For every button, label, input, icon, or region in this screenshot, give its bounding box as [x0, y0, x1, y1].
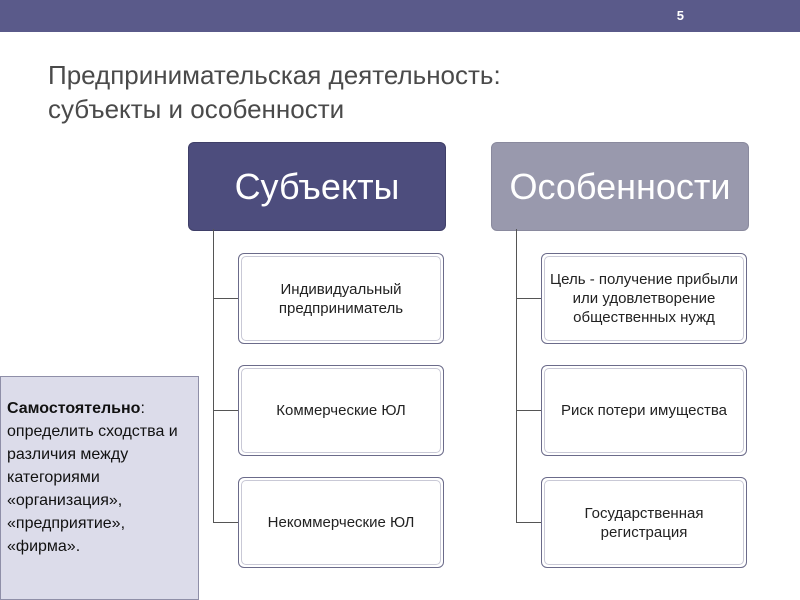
title-line-2: субъекты и особенности — [48, 94, 345, 124]
subject-item-commercial: Коммерческие ЮЛ — [238, 365, 444, 456]
subject-item-label: Коммерческие ЮЛ — [276, 402, 406, 419]
subjects-branch-2 — [213, 410, 238, 411]
task-note-label: Самостоятельно — [7, 400, 141, 417]
subject-item-individual: Индивидуальный предприниматель — [238, 253, 444, 344]
feature-item-registration: Государственная регистрация — [541, 477, 747, 568]
features-heading: Особенности — [491, 142, 749, 231]
subjects-connector-line — [213, 229, 214, 522]
subject-item-noncommercial: Некоммерческие ЮЛ — [238, 477, 444, 568]
feature-item-label: Цель - получение прибыли или удовлетворе… — [550, 271, 738, 326]
subjects-branch-3 — [213, 522, 238, 523]
subject-item-label: Индивидуальный предприниматель — [278, 280, 404, 317]
top-bar: 5 — [0, 0, 800, 32]
feature-item-label: Риск потери имущества — [560, 402, 728, 419]
task-note: Самостоятельно: определить сходства и ра… — [0, 376, 199, 600]
slide-title: Предпринимательская деятельность: субъек… — [48, 58, 688, 126]
features-connector-line — [516, 229, 517, 522]
subject-item-label: Некоммерческие ЮЛ — [267, 514, 415, 531]
task-note-text: : определить сходства и различия между к… — [7, 400, 178, 555]
features-branch-1 — [516, 298, 541, 299]
feature-item-risk: Риск потери имущества — [541, 365, 747, 456]
feature-item-goal: Цель - получение прибыли или удовлетворе… — [541, 253, 747, 344]
slide-number: 5 — [676, 8, 684, 23]
subjects-branch-1 — [213, 298, 238, 299]
features-branch-2 — [516, 410, 541, 411]
title-line-1: Предпринимательская деятельность: — [48, 60, 501, 90]
features-branch-3 — [516, 522, 541, 523]
feature-item-label: Государственная регистрация — [584, 504, 704, 541]
subjects-heading: Субъекты — [188, 142, 446, 231]
